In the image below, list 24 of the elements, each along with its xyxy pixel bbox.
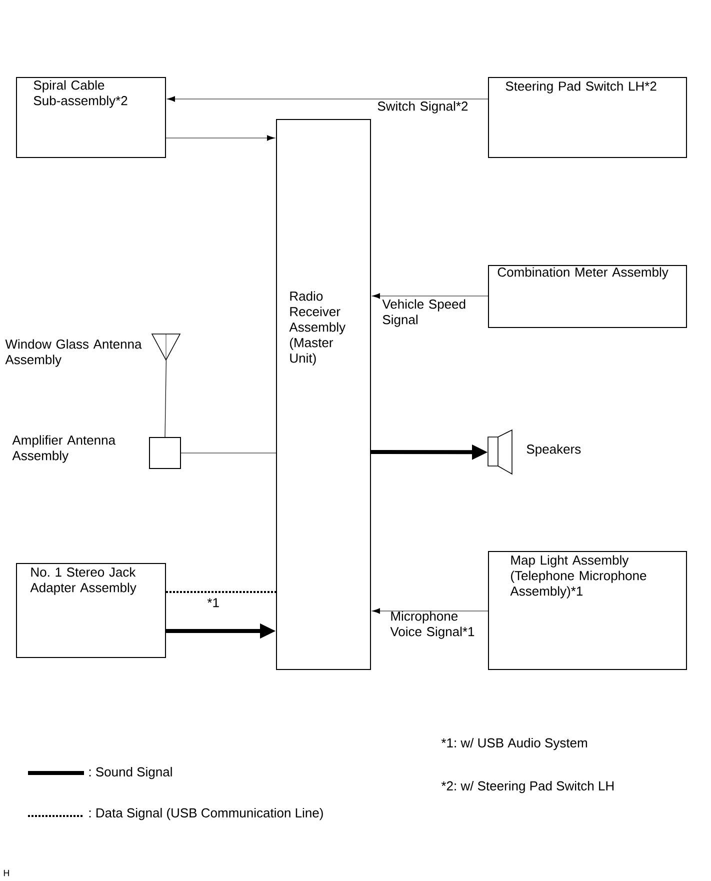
arrow: [372, 293, 488, 299]
component-box: Amplifier Antenna Assembly: [12, 435, 181, 469]
arrow: [372, 608, 488, 614]
component-box: Radio Receiver Assembly (Master Unit): [276, 119, 371, 670]
figure-code: H: [4, 870, 9, 876]
edge-label: *1: [207, 598, 219, 608]
connector-line: [180, 452, 276, 454]
edge-label: Switch Signal*2: [378, 101, 468, 114]
component-box: Map Light Assembly (Telephone Microphone Assembly)*1: [488, 551, 687, 670]
component-box: Steering Pad Switch LH*2: [488, 77, 687, 158]
component-box: Spiral Cable Sub-assembly*2: [16, 77, 166, 158]
connector-line: [164, 360, 166, 438]
data-signal-line: [166, 591, 276, 593]
legend-text: : Data Signal (USB Communication Line): [89, 808, 323, 820]
legend-text: : Sound Signal: [89, 766, 172, 780]
arrow: [166, 135, 275, 141]
edge-label: Microphone Voice Signal*1: [390, 611, 474, 639]
footnote: *2: w/ Steering Pad Switch LH: [441, 780, 614, 794]
component-box: No. 1 Stereo Jack Adapter Assembly: [16, 563, 166, 658]
arrow: [167, 96, 488, 102]
footnote: *1: w/ USB Audio System: [441, 738, 587, 750]
edge-label: Vehicle Speed Signal: [382, 299, 466, 327]
component-box: Combination Meter Assembly: [488, 265, 687, 328]
node-label: Amplifier Antenna Assembly: [12, 435, 116, 463]
